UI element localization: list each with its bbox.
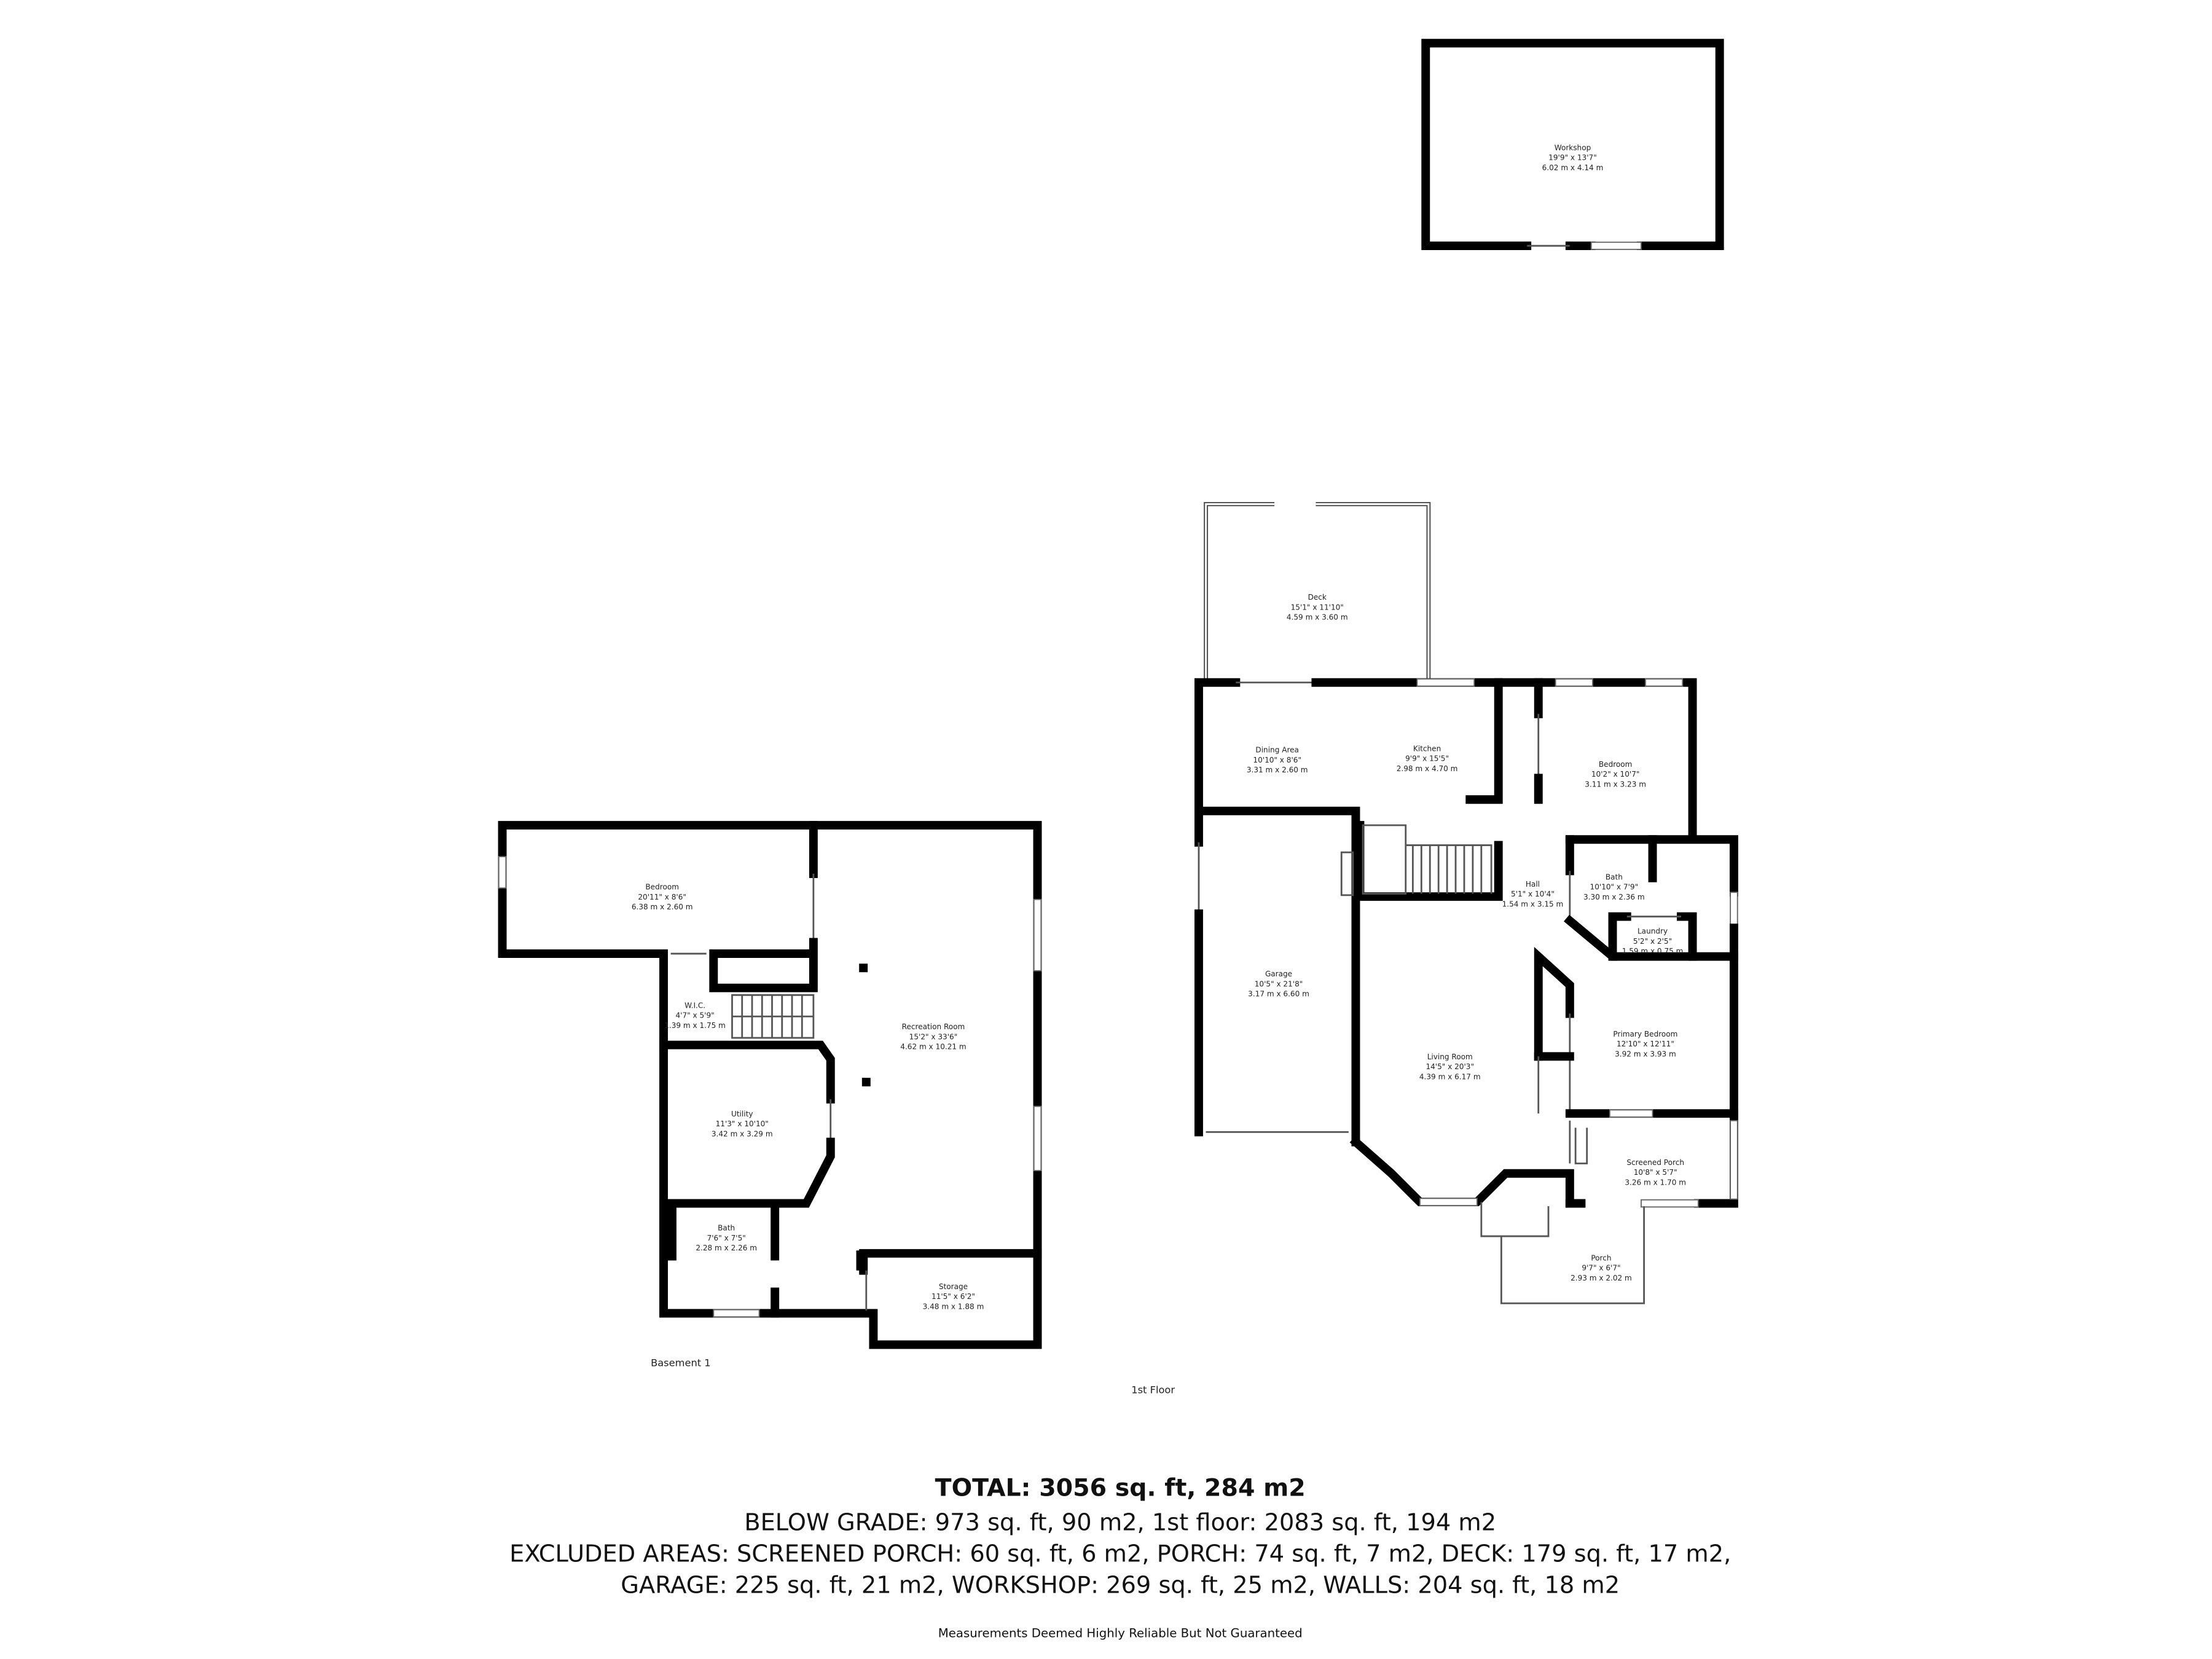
svg-text:1.39 m x 1.75 m: 1.39 m x 1.75 m (664, 1021, 726, 1030)
svg-text:10'5" x 21'8": 10'5" x 21'8" (1255, 979, 1303, 988)
svg-text:3.26 m x 1.70 m: 3.26 m x 1.70 m (1625, 1178, 1686, 1186)
room-label-recreation-room: Recreation Room 15'2" x 33'6" 4.62 m x 1… (900, 1022, 966, 1051)
summary-line-1: BELOW GRADE: 973 sq. ft, 90 m2, 1st floo… (744, 1508, 1496, 1536)
svg-text:3.30 m x 2.36 m: 3.30 m x 2.36 m (1583, 893, 1645, 901)
room-label-hall: Hall 5'1" x 10'4" 1.54 m x 3.15 m (1502, 880, 1564, 909)
svg-text:12'10" x 12'11": 12'10" x 12'11" (1617, 1040, 1674, 1048)
room-label-utility: Utility 11'3" x 10'10" 3.42 m x 3.29 m (712, 1110, 773, 1139)
basement-stairs (731, 994, 815, 1039)
svg-text:Deck: Deck (1308, 593, 1327, 602)
room-label-basement-bedroom: Bedroom 20'11" x 8'6" 6.38 m x 2.60 m (632, 883, 693, 912)
svg-text:9'9" x 15'5": 9'9" x 15'5" (1405, 755, 1449, 763)
first-floor-plan: Deck 15'1" x 11'10" 4.59 m x 3.60 m Dini… (1131, 501, 1738, 1395)
floor-label-first-floor: 1st Floor (1131, 1384, 1175, 1395)
summary-line-2: EXCLUDED AREAS: SCREENED PORCH: 60 sq. f… (509, 1540, 1731, 1567)
svg-text:Hall: Hall (1526, 880, 1540, 888)
svg-text:3.31 m x 2.60 m: 3.31 m x 2.60 m (1247, 766, 1308, 774)
area-summary: TOTAL: 3056 sq. ft, 284 m2 BELOW GRADE: … (509, 1474, 1731, 1641)
svg-text:Workshop: Workshop (1555, 143, 1591, 152)
svg-text:Storage: Storage (939, 1282, 968, 1291)
svg-text:4.59 m x 3.60 m: 4.59 m x 3.60 m (1287, 613, 1348, 622)
room-label-porch: Porch 9'7" x 6'7" 2.93 m x 2.02 m (1571, 1253, 1632, 1282)
svg-text:Living Room: Living Room (1427, 1053, 1473, 1061)
svg-text:11'3" x 10'10": 11'3" x 10'10" (716, 1120, 769, 1128)
svg-text:Recreation Room: Recreation Room (902, 1022, 965, 1031)
room-label-storage: Storage 11'5" x 6'2" 3.48 m x 1.88 m (923, 1282, 984, 1311)
svg-text:10'10" x 7'9": 10'10" x 7'9" (1590, 883, 1639, 892)
svg-text:Kitchen: Kitchen (1413, 744, 1441, 753)
svg-text:Laundry: Laundry (1637, 927, 1668, 936)
svg-text:Bath: Bath (718, 1224, 735, 1233)
svg-text:Utility: Utility (731, 1110, 753, 1118)
svg-text:15'1" x 11'10": 15'1" x 11'10" (1291, 603, 1344, 611)
svg-text:3.92 m x 3.93 m: 3.92 m x 3.93 m (1615, 1049, 1676, 1058)
room-label-first-floor-bedroom: Bedroom 10'2" x 10'7" 3.11 m x 3.23 m (1585, 760, 1646, 789)
svg-text:6.02 m x 4.14 m: 6.02 m x 4.14 m (1542, 163, 1604, 172)
svg-text:15'2" x 33'6": 15'2" x 33'6" (909, 1032, 958, 1041)
total-area: TOTAL: 3056 sq. ft, 284 m2 (935, 1474, 1306, 1502)
room-label-living-room: Living Room 14'5" x 20'3" 4.39 m x 6.17 … (1419, 1053, 1481, 1081)
room-label-workshop: Workshop 19'9" x 13'7" 6.02 m x 4.14 m (1542, 143, 1604, 172)
svg-text:11'5" x 6'2": 11'5" x 6'2" (931, 1292, 975, 1301)
svg-text:1.54 m x 3.15 m: 1.54 m x 3.15 m (1502, 900, 1564, 908)
svg-text:Bedroom: Bedroom (1599, 760, 1633, 769)
svg-text:3.48 m x 1.88 m: 3.48 m x 1.88 m (923, 1302, 984, 1311)
svg-text:6.38 m x 2.60 m: 6.38 m x 2.60 m (632, 903, 693, 911)
room-label-wic: W.I.C. 4'7" x 5'9" 1.39 m x 1.75 m (664, 1001, 726, 1030)
svg-text:Garage: Garage (1265, 970, 1292, 978)
room-label-screened-porch: Screened Porch 10'8" x 5'7" 3.26 m x 1.7… (1625, 1158, 1686, 1187)
first-floor-stairs (1340, 821, 1503, 901)
room-label-basement-bath: Bath 7'6" x 7'5" 2.28 m x 2.26 m (696, 1224, 757, 1253)
svg-text:5'1" x 10'4": 5'1" x 10'4" (1511, 890, 1555, 898)
workshop-plan: Workshop 19'9" x 13'7" 6.02 m x 4.14 m (1421, 39, 1724, 251)
svg-text:2.93 m x 2.02 m: 2.93 m x 2.02 m (1571, 1274, 1632, 1282)
svg-text:Bedroom: Bedroom (645, 883, 679, 892)
room-label-dining-area: Dining Area 10'10" x 8'6" 3.31 m x 2.60 … (1247, 746, 1308, 775)
room-label-deck: Deck 15'1" x 11'10" 4.59 m x 3.60 m (1287, 593, 1348, 622)
svg-text:Screened Porch: Screened Porch (1626, 1158, 1684, 1167)
room-label-first-floor-bath: Bath 10'10" x 7'9" 3.30 m x 2.36 m (1583, 873, 1645, 901)
floor-label-basement: Basement 1 (651, 1357, 711, 1368)
summary-line-3: GARAGE: 225 sq. ft, 21 m2, WORKSHOP: 269… (621, 1572, 1620, 1599)
svg-text:14'5" x 20'3": 14'5" x 20'3" (1426, 1062, 1474, 1071)
room-label-primary-bedroom: Primary Bedroom 12'10" x 12'11" 3.92 m x… (1613, 1030, 1677, 1059)
svg-text:5'2" x 2'5": 5'2" x 2'5" (1633, 937, 1672, 946)
svg-text:3.11 m x 3.23 m: 3.11 m x 3.23 m (1585, 780, 1646, 788)
svg-text:4'7" x 5'9": 4'7" x 5'9" (675, 1011, 714, 1020)
svg-text:10'2" x 10'7": 10'2" x 10'7" (1591, 770, 1640, 779)
svg-text:3.17 m x 6.60 m: 3.17 m x 6.60 m (1248, 990, 1309, 998)
svg-text:3.42 m x 3.29 m: 3.42 m x 3.29 m (712, 1129, 773, 1138)
svg-text:1.59 m x 0.75 m: 1.59 m x 0.75 m (1622, 947, 1684, 955)
svg-text:19'9" x 13'7": 19'9" x 13'7" (1548, 154, 1597, 162)
svg-text:Porch: Porch (1591, 1253, 1611, 1262)
svg-text:20'11" x 8'6": 20'11" x 8'6" (638, 893, 686, 901)
basement-plan: Bedroom 20'11" x 8'6" 6.38 m x 2.60 m Re… (498, 821, 1042, 1368)
svg-text:Primary Bedroom: Primary Bedroom (1613, 1030, 1677, 1038)
svg-text:7'6" x 7'5": 7'6" x 7'5" (707, 1234, 746, 1242)
svg-text:9'7" x 6'7": 9'7" x 6'7" (1582, 1264, 1620, 1273)
svg-text:4.39 m x 6.17 m: 4.39 m x 6.17 m (1419, 1072, 1481, 1081)
disclaimer: Measurements Deemed Highly Reliable But … (938, 1626, 1303, 1641)
svg-text:10'10" x 8'6": 10'10" x 8'6" (1253, 756, 1301, 764)
room-label-laundry: Laundry 5'2" x 2'5" 1.59 m x 0.75 m (1622, 927, 1684, 956)
svg-text:Dining Area: Dining Area (1255, 746, 1299, 755)
room-label-garage: Garage 10'5" x 21'8" 3.17 m x 6.60 m (1248, 970, 1309, 998)
svg-text:Bath: Bath (1606, 873, 1623, 881)
svg-text:2.98 m x 4.70 m: 2.98 m x 4.70 m (1397, 764, 1458, 773)
svg-text:10'8" x 5'7": 10'8" x 5'7" (1634, 1168, 1677, 1177)
deck-outline (1204, 501, 1431, 683)
svg-text:4.62 m x 10.21 m: 4.62 m x 10.21 m (900, 1043, 966, 1051)
svg-text:2.28 m x 2.26 m: 2.28 m x 2.26 m (696, 1244, 757, 1252)
room-label-kitchen: Kitchen 9'9" x 15'5" 2.98 m x 4.70 m (1397, 744, 1458, 773)
svg-text:W.I.C.: W.I.C. (684, 1001, 705, 1010)
